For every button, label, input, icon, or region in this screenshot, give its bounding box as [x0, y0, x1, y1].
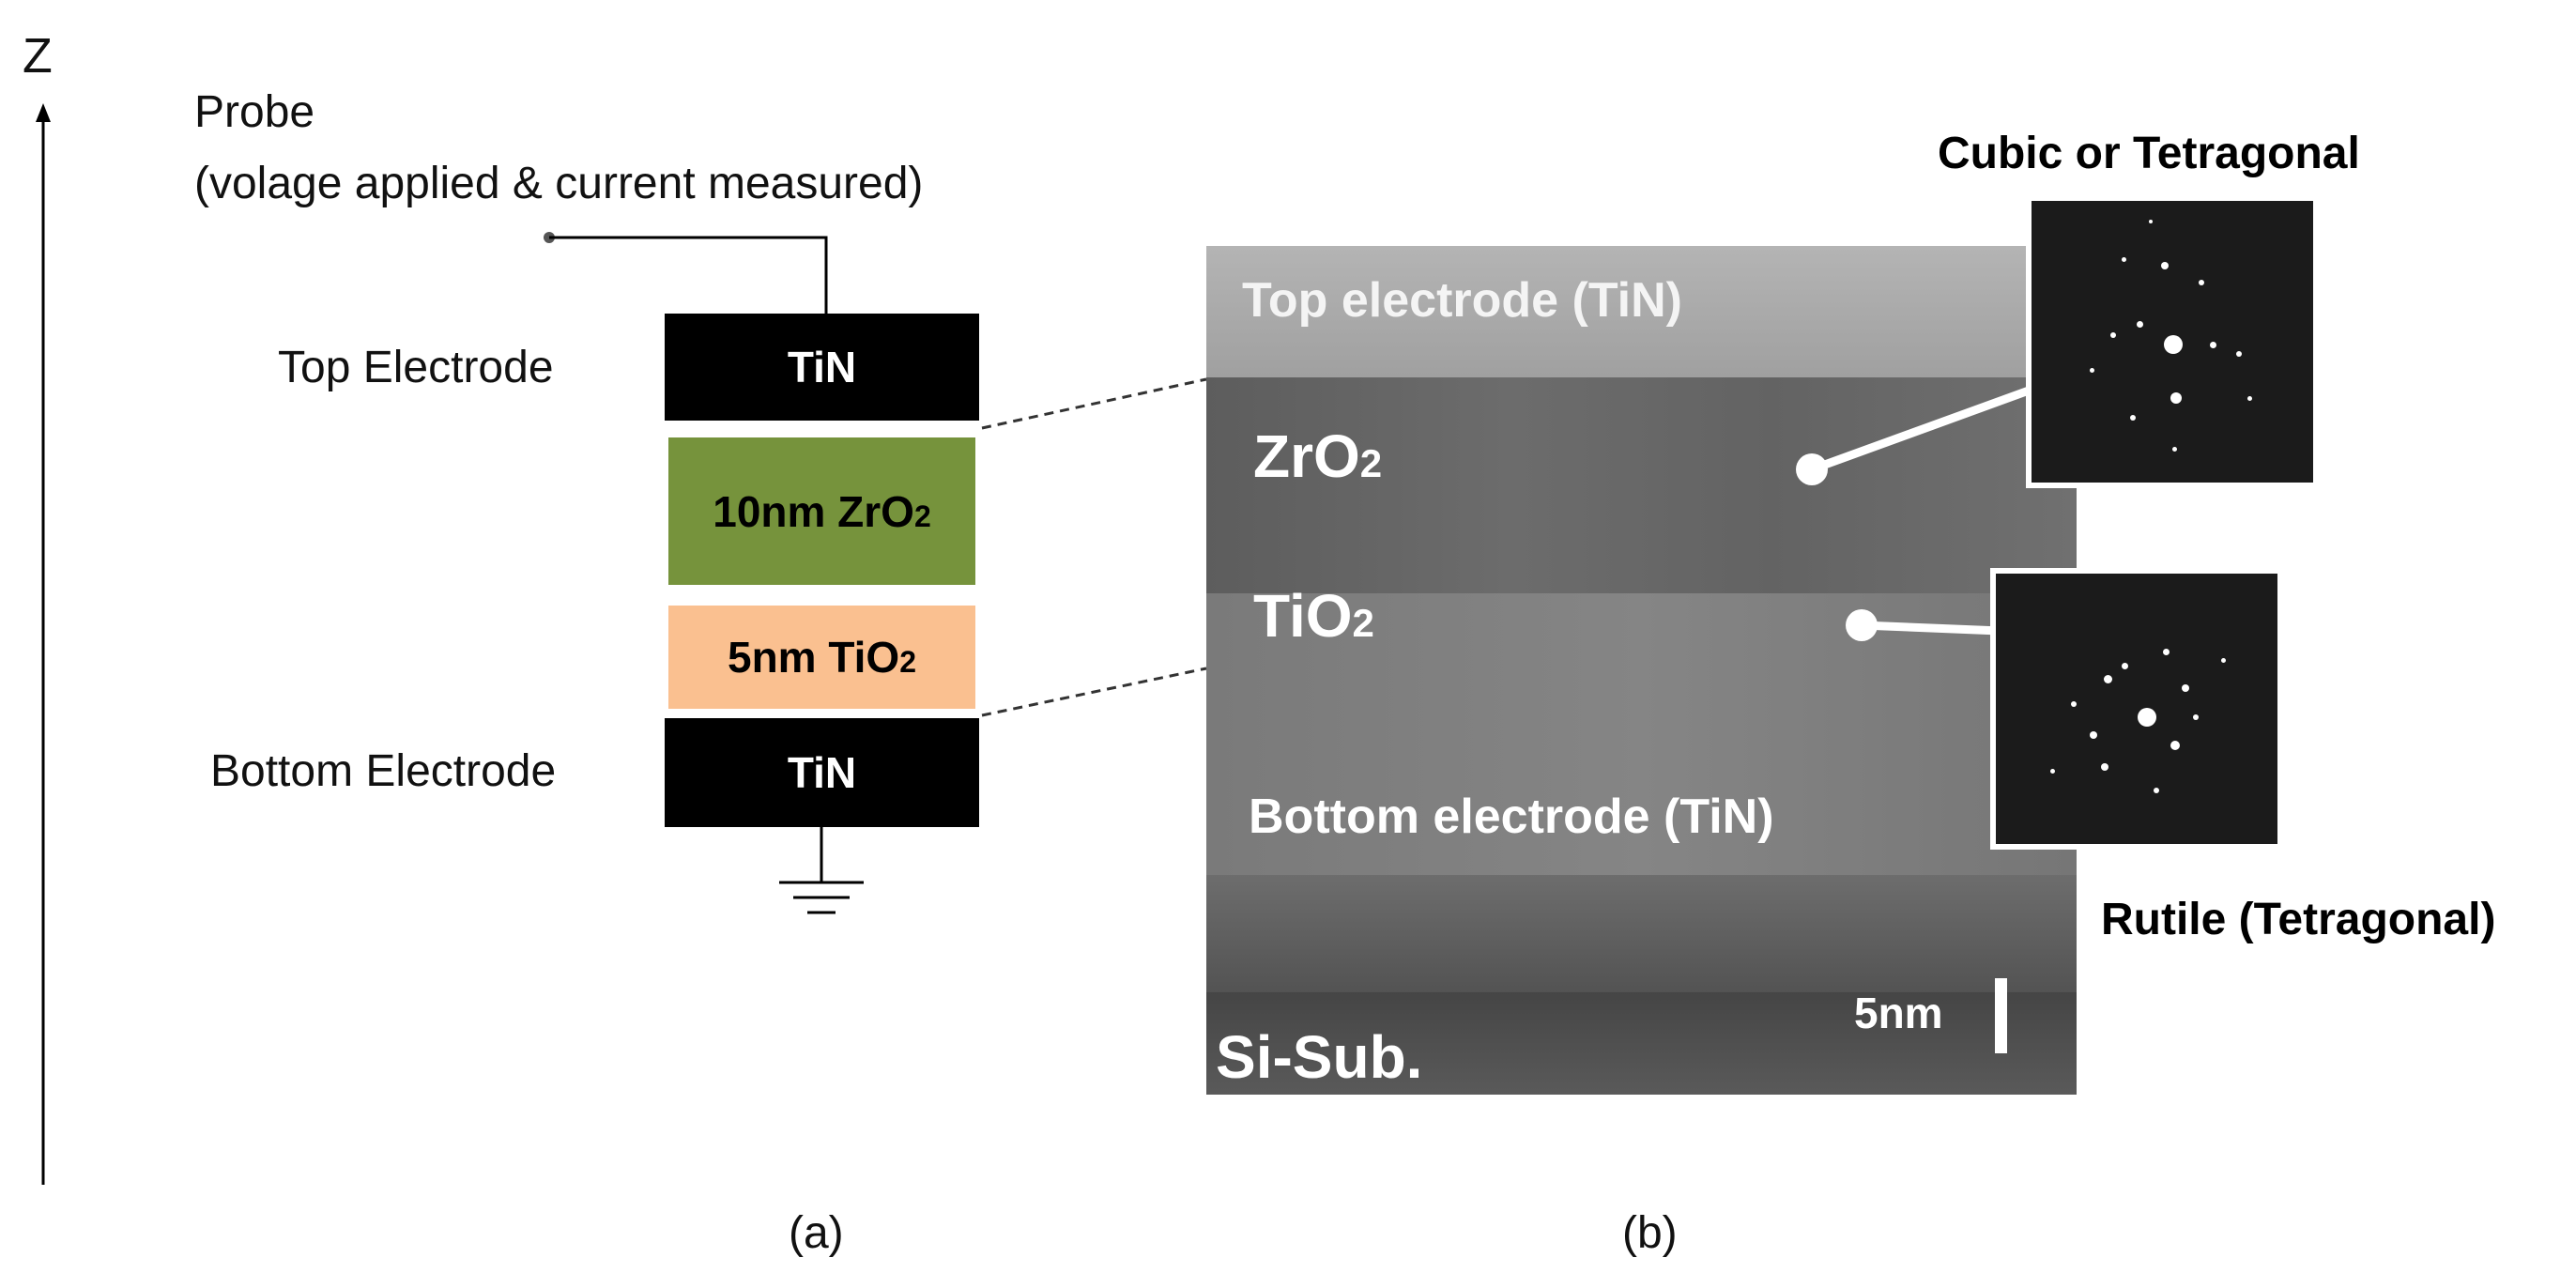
- caption-a: (a): [789, 1208, 844, 1258]
- tio2-layer: 5nm TiO2: [668, 606, 975, 709]
- top-electrode-label: Top Electrode: [278, 343, 554, 392]
- z-axis-arrow: [36, 103, 51, 1185]
- tem-substrate-label: Si-Sub.: [1216, 1023, 1423, 1091]
- scale-bar: [1995, 978, 2007, 1053]
- top-electrode-layer-text: TiN: [787, 343, 857, 391]
- tem-zro2-label: ZrO2: [1253, 422, 1383, 490]
- zro2-layer-text: 10nm ZrO2: [713, 486, 931, 536]
- zro2-layer: 10nm ZrO2: [668, 437, 975, 585]
- bottom-electrode-layer-text: TiN: [787, 748, 857, 797]
- probe-wire: [544, 232, 864, 914]
- diffraction-pattern-bottom: [1990, 568, 2283, 850]
- probe-description: (volage applied & current measured): [194, 159, 924, 208]
- substrate-region: [1206, 992, 2077, 1095]
- top-electrode-region: [1206, 246, 2077, 377]
- tem-bottom-electrode-label: Bottom electrode (TiN): [1249, 790, 1774, 844]
- diffraction-top-label: Cubic or Tetragonal: [1938, 129, 2360, 178]
- tem-tio2-label: TiO2: [1253, 582, 1374, 650]
- tem-top-electrode-label: Top electrode (TiN): [1242, 273, 1682, 328]
- panel-a: Probe (volage applied & current measured…: [0, 0, 1127, 1273]
- diffraction-pattern-top: [2026, 195, 2319, 488]
- probe-title: Probe: [194, 87, 315, 137]
- bottom-electrode-layer: TiN: [665, 718, 979, 827]
- zro2-region: [1206, 377, 2077, 593]
- bottom-electrode-label: Bottom Electrode: [210, 746, 557, 796]
- top-electrode-layer: TiN: [665, 314, 979, 421]
- tio2-layer-text: 5nm TiO2: [728, 633, 916, 682]
- z-axis-label: Z: [23, 29, 53, 84]
- tem-image: Top electrode (TiN) ZrO2 TiO2 Bottom ele…: [1206, 246, 2077, 1095]
- caption-b: (b): [1622, 1208, 1678, 1258]
- scale-bar-label: 5nm: [1854, 989, 1943, 1037]
- tio2-region: [1206, 593, 2077, 875]
- diffraction-bottom-label: Rutile (Tetragonal): [2101, 895, 2496, 944]
